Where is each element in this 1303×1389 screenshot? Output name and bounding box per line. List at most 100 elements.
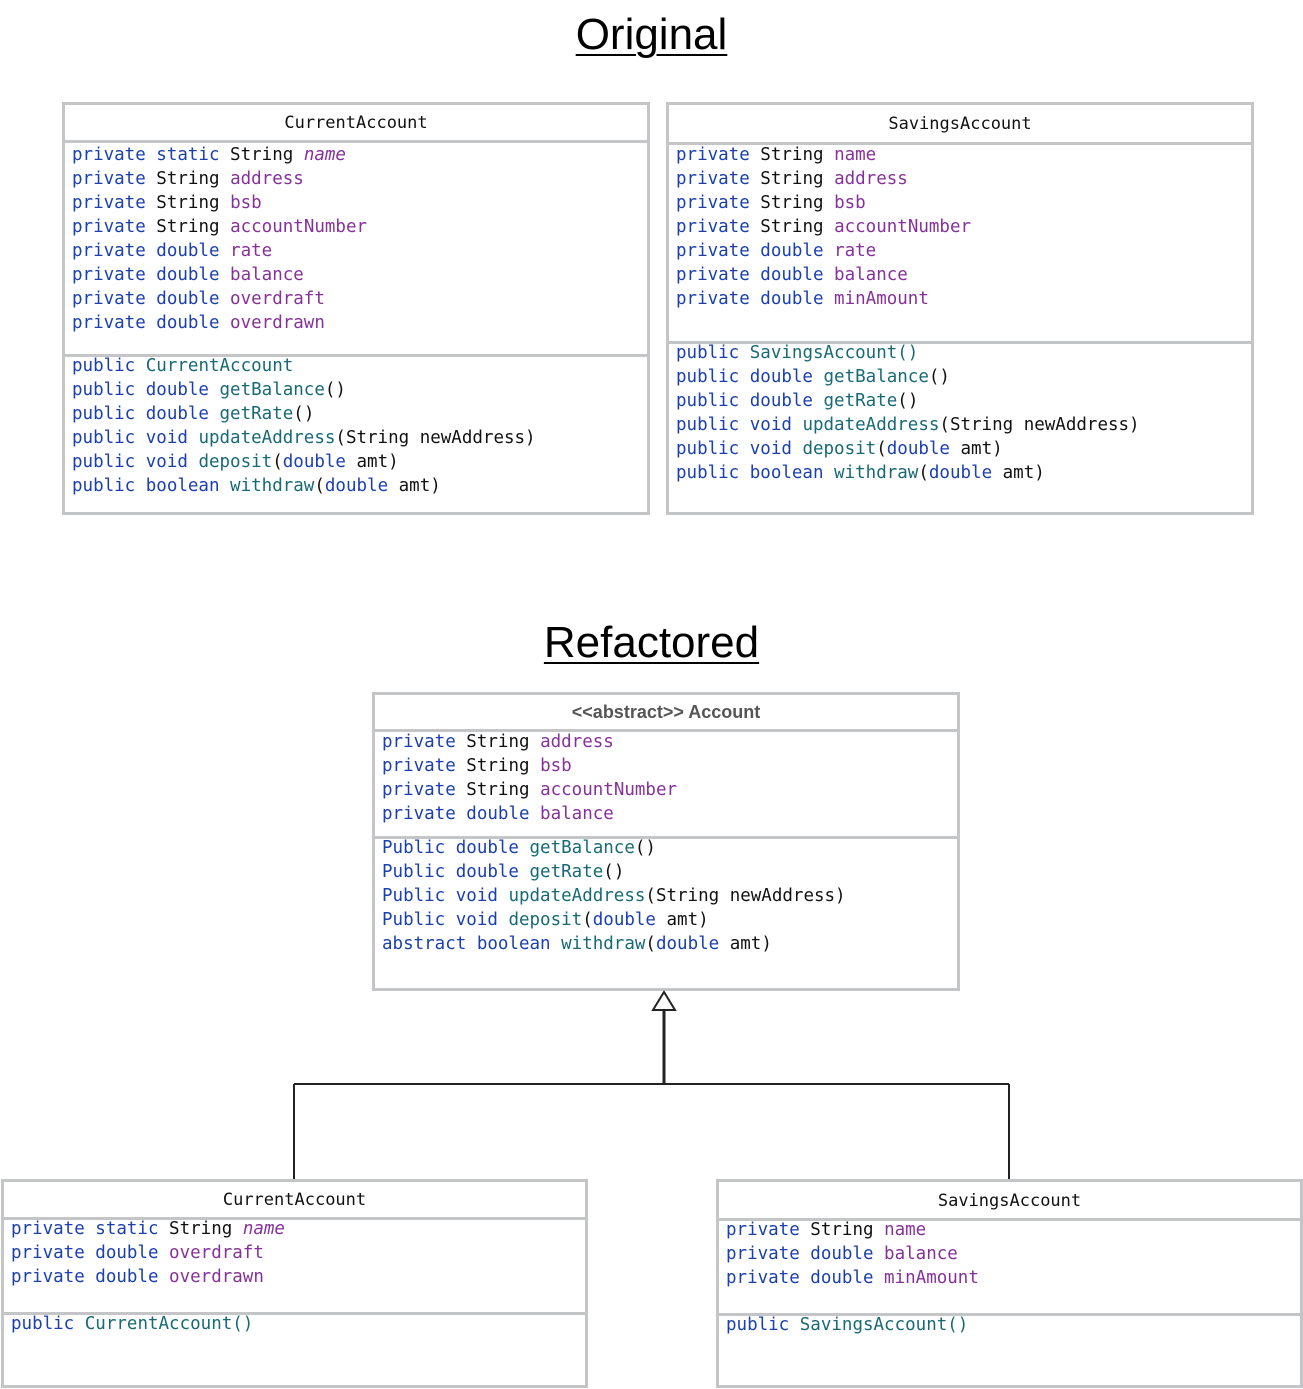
code-token: name	[884, 1220, 927, 1240]
code-token: abstract boolean	[382, 934, 562, 954]
code-token: double	[886, 439, 950, 459]
code-token: public boolean	[72, 476, 231, 496]
code-token: private double	[11, 1267, 170, 1287]
method-line: public double getRate()	[72, 402, 314, 426]
code-token: String	[156, 169, 231, 189]
code-token: double	[282, 452, 346, 472]
method-line: public double getRate()	[676, 389, 918, 413]
code-token: updateAddress	[802, 415, 940, 435]
code-token: ()	[603, 862, 625, 882]
method-line: Public double getBalance()	[382, 836, 656, 860]
code-token: private double	[72, 241, 231, 261]
code-token: balance	[834, 265, 908, 285]
code-token: private double	[676, 265, 835, 285]
methods-section: Public double getBalance()Public double …	[375, 836, 957, 954]
code-token: String	[230, 145, 304, 165]
code-token: withdraw	[230, 476, 315, 496]
inheritance-arrowhead-icon	[651, 990, 677, 1011]
field-line: private String name	[676, 143, 876, 167]
code-token: address	[834, 169, 908, 189]
orig-current-account-class: CurrentAccount private static String nam…	[62, 102, 650, 515]
code-token: private double	[726, 1244, 885, 1264]
code-token: getBalance	[529, 838, 635, 858]
field-line: private double minAmount	[676, 287, 929, 311]
field-line: private double overdraft	[11, 1241, 264, 1265]
field-line: private double balance	[72, 263, 304, 287]
code-token: SavingsAccount()	[799, 1315, 969, 1335]
method-line: public void updateAddress(String newAddr…	[676, 413, 1140, 437]
code-token: (	[582, 910, 593, 930]
code-token: private static	[11, 1219, 170, 1239]
field-line: private double balance	[382, 802, 614, 826]
code-token: private	[382, 756, 467, 776]
field-line: private String accountNumber	[676, 215, 971, 239]
code-token: String	[760, 169, 835, 189]
code-token: accountNumber	[230, 217, 368, 237]
code-token: public	[676, 343, 750, 363]
code-token: (	[314, 476, 325, 496]
code-token: double	[655, 934, 720, 954]
code-token: public void	[676, 415, 803, 435]
code-token: getRate	[219, 404, 294, 424]
code-token: private	[726, 1220, 811, 1240]
code-token: name	[242, 1219, 285, 1239]
code-token: ()	[324, 380, 346, 400]
code-token: name	[303, 145, 346, 165]
code-token: balance	[540, 804, 614, 824]
code-token: CurrentAccount	[145, 356, 294, 376]
code-token: String	[156, 193, 231, 213]
code-token: getRate	[823, 391, 898, 411]
code-token: public void	[676, 439, 803, 459]
field-line: private String accountNumber	[72, 215, 367, 239]
code-token: address	[230, 169, 304, 189]
code-token: public double	[676, 367, 824, 387]
code-token: private	[676, 169, 761, 189]
code-token: address	[540, 732, 614, 752]
code-token: overdrawn	[230, 313, 325, 333]
method-line: public boolean withdraw(double amt)	[676, 461, 1045, 485]
code-token: Public void	[382, 886, 509, 906]
code-token: withdraw	[834, 463, 919, 483]
method-line: abstract boolean withdraw(double amt)	[382, 932, 772, 956]
code-token: Public double	[382, 838, 530, 858]
code-token: overdraft	[230, 289, 325, 309]
methods-section: public SavingsAccount()	[719, 1313, 1300, 1335]
code-token: bsb	[834, 193, 866, 213]
method-line: Public double getRate()	[382, 860, 624, 884]
code-token: public	[11, 1314, 85, 1334]
code-token: Public double	[382, 862, 530, 882]
code-token: private double	[382, 804, 541, 824]
code-token: amt)	[719, 934, 772, 954]
code-token: double	[324, 476, 389, 496]
code-token: double	[928, 463, 993, 483]
code-token: (String newAddress)	[645, 886, 846, 906]
code-token: (	[876, 439, 887, 459]
class-name: CurrentAccount	[4, 1182, 585, 1220]
code-token: rate	[834, 241, 877, 261]
code-token: private double	[72, 265, 231, 285]
code-token: amt)	[388, 476, 441, 496]
method-line: public CurrentAccount	[72, 354, 293, 378]
method-line: public SavingsAccount()	[676, 341, 918, 365]
field-line: private double minAmount	[726, 1266, 979, 1290]
code-token: balance	[230, 265, 304, 285]
code-token: ()	[293, 404, 315, 424]
class-name: SavingsAccount	[669, 105, 1251, 145]
method-line: public SavingsAccount()	[726, 1313, 968, 1337]
code-token: private double	[676, 289, 835, 309]
code-token: Public void	[382, 910, 509, 930]
field-line: private String bsb	[72, 191, 262, 215]
code-token: updateAddress	[198, 428, 336, 448]
method-line: public double getBalance()	[676, 365, 950, 389]
code-token: private	[72, 217, 157, 237]
code-token: SavingsAccount()	[749, 343, 919, 363]
code-token: amt)	[345, 452, 399, 472]
field-line: private double rate	[676, 239, 876, 263]
code-token: public boolean	[676, 463, 835, 483]
ref-current-account-class: CurrentAccount private static String nam…	[1, 1179, 588, 1388]
code-token: String	[760, 193, 835, 213]
methods-section: public CurrentAccount()	[4, 1312, 585, 1334]
code-token: overdraft	[169, 1243, 264, 1263]
